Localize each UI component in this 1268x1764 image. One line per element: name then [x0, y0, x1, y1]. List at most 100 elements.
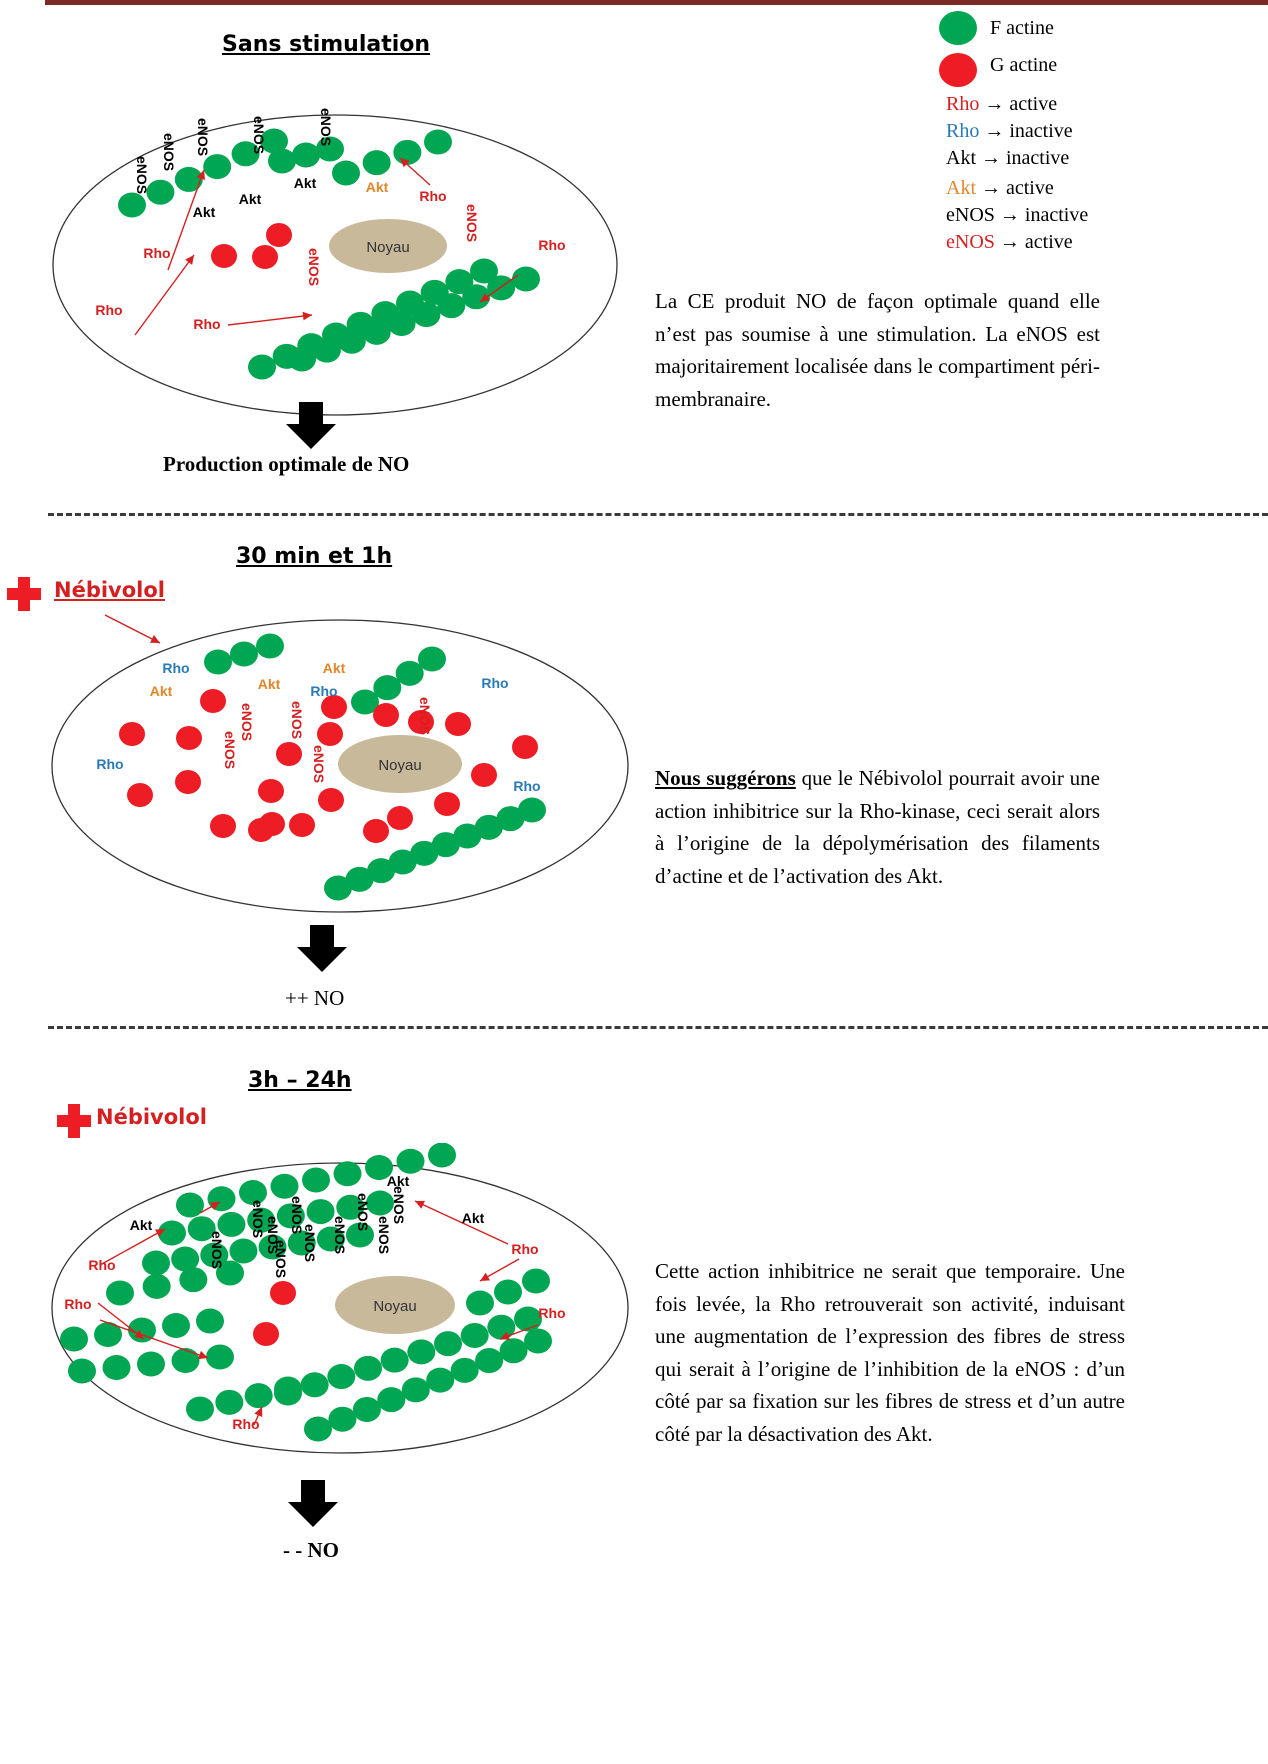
f-actin-monomer [68, 1358, 96, 1384]
f-actin-monomer [158, 1220, 186, 1246]
akt-label: Akt [130, 1217, 153, 1233]
f-actin-monomer [336, 1194, 365, 1220]
rho-label: Rho [419, 188, 446, 204]
akt-label: Akt [239, 191, 262, 207]
g-actin-monomer [471, 763, 497, 787]
arrowhead [198, 1350, 208, 1360]
f-actin-monomer [187, 1216, 216, 1242]
f-actin-monomer [487, 1314, 516, 1340]
legend-term: Akt [946, 147, 976, 169]
arrowhead [155, 1229, 165, 1238]
rho-label: Rho [310, 683, 337, 699]
f-actin-monomer [231, 141, 260, 167]
rho-label: Rho [538, 1305, 565, 1321]
f-actin-monomer [276, 1203, 305, 1229]
f-actin-monomer [388, 849, 417, 875]
f-actin-monomer [200, 1242, 229, 1268]
g-actin-monomer [373, 703, 399, 727]
output-optimal-no: Production optimale de NO [163, 452, 410, 476]
f-actin-monomer [396, 1148, 425, 1174]
enos-label: eNOS [250, 1200, 266, 1238]
f-actin-monomer [258, 1234, 287, 1260]
legend-row-akt-active: Akt → active [946, 177, 1054, 200]
arrow-icon: → [976, 177, 1006, 199]
g-actin-monomer [276, 742, 302, 766]
g-actin-monomer [363, 819, 389, 843]
legend-swatches [939, 11, 977, 87]
arrowhead [134, 1330, 144, 1339]
f-actin-monomer [287, 1230, 316, 1256]
legend-row-rho-active: Rho → active [946, 93, 1057, 116]
f-actin-monomer [256, 633, 284, 659]
f-actin-monomer [327, 1364, 356, 1390]
f-actin-monomer [401, 1377, 430, 1403]
arrowhead [150, 635, 160, 643]
f-actin-monomer [346, 1222, 374, 1248]
akt-label: Akt [193, 204, 216, 220]
arrowhead [400, 158, 410, 168]
g-actin-monomer [210, 814, 236, 838]
arrow-line [134, 254, 195, 336]
f-actin-monomer [146, 179, 175, 205]
f-actin-monomer [407, 1339, 436, 1365]
enos-label: eNOS [355, 1193, 371, 1231]
arrow-icon: → [994, 231, 1025, 253]
f-actin-monomer [474, 814, 503, 840]
arrowhead [196, 170, 206, 180]
g-actin-monomer [127, 783, 153, 807]
g-actin-monomer [321, 695, 347, 719]
f-actin-monomer [362, 319, 391, 345]
arrowhead [480, 1272, 490, 1281]
f-actin-monomer [247, 1207, 276, 1233]
f-actin-monomer [377, 1387, 406, 1413]
f-actin-monomer [351, 689, 379, 715]
arrow-line [99, 1319, 209, 1359]
rho-label: Rho [511, 1241, 538, 1257]
f-actin-monomer [496, 806, 525, 832]
f-actin-monomer [162, 1313, 190, 1338]
rho-label: Rho [88, 1257, 115, 1273]
f-actin-monomer [176, 1192, 204, 1218]
rho-label: Rho [64, 1296, 91, 1312]
f-actin-monomer [142, 1273, 171, 1299]
enos-label: eNOS [417, 697, 433, 735]
legend-term: Akt [946, 177, 976, 199]
output-less-no: - - NO [283, 1538, 339, 1562]
f-actin-monomer [102, 1355, 131, 1380]
down-arrow [288, 1480, 338, 1527]
enos-label: eNOS [195, 118, 211, 156]
f-actin-monomer [418, 646, 446, 672]
nucleus [329, 219, 447, 273]
f-actin-monomer [60, 1326, 88, 1352]
g-actin-monomer [119, 722, 145, 746]
f-actin-monomer [292, 142, 320, 168]
g-actin-monomer [434, 792, 460, 816]
g-actin-monomer [252, 245, 278, 269]
enos-label: eNOS [302, 1224, 318, 1262]
f-actin-monomer [410, 840, 439, 866]
rho-label: Rho [232, 1416, 259, 1432]
f-actin-monomer [230, 641, 258, 667]
down-arrow [286, 402, 336, 449]
legend-row-enos-active: eNOS → active [946, 231, 1073, 254]
nucleus [338, 735, 462, 793]
legend-g-actine: G actine [990, 54, 1058, 76]
f-actin-monomer [217, 1211, 246, 1237]
arrowhead [302, 311, 312, 321]
g-actin-monomer [248, 818, 274, 842]
enos-label: eNOS [332, 1216, 348, 1254]
enos-label: eNOS [265, 1216, 281, 1254]
arrowhead [254, 1407, 263, 1417]
legend-f-actine: F actine [990, 17, 1054, 39]
rho-label: Rho [143, 245, 170, 261]
f-actin-monomer [328, 1406, 357, 1432]
f-actin-monomer [215, 1389, 244, 1415]
arrowhead [480, 293, 490, 302]
legend-term: eNOS [946, 204, 995, 226]
rho-label: Rho [96, 756, 123, 772]
f-actin-monomer [204, 649, 232, 675]
f-actin-monomer [333, 1161, 362, 1187]
f-actin-monomer [373, 675, 402, 701]
